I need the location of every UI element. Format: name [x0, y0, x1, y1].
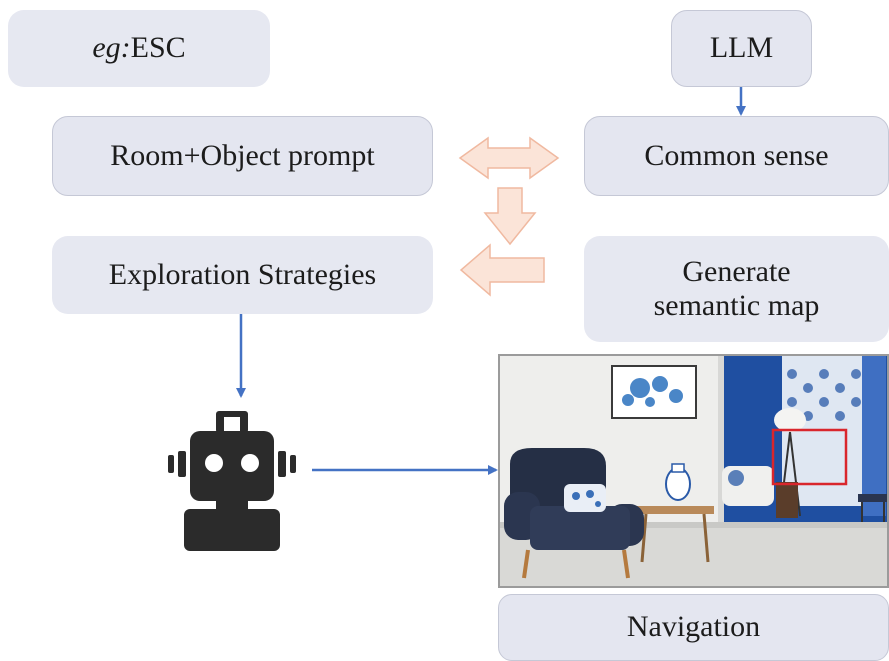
target-highlight-box: [771, 428, 848, 486]
esc-box: eg:ESC: [8, 10, 270, 87]
generate-semantic-map-line1: Generate: [682, 254, 791, 288]
living-room-photo: [498, 354, 889, 588]
exploration-strategies-box: Exploration Strategies: [52, 236, 433, 314]
common-sense-box: Common sense: [584, 116, 889, 196]
double-arrow-prompt-common-sense: [458, 136, 560, 180]
navigation-box: Navigation: [498, 594, 889, 661]
llm-box: LLM: [671, 10, 812, 87]
room-object-prompt-box: Room+Object prompt: [52, 116, 433, 196]
exploration-strategies-label: Exploration Strategies: [108, 257, 377, 291]
generate-semantic-map-box: Generate semantic map: [584, 236, 889, 342]
common-sense-label: Common sense: [644, 138, 829, 172]
down-arrow-common-sense-to-strategy: [483, 187, 537, 246]
robot-icon: [168, 411, 296, 551]
room-object-prompt-label: Room+Object prompt: [110, 138, 375, 172]
esc-prefix: eg:: [92, 31, 131, 65]
left-arrow-map-to-exploration: [459, 243, 545, 297]
living-room-illustration: [500, 356, 887, 586]
llm-label: LLM: [709, 31, 774, 65]
generate-semantic-map-line2: semantic map: [653, 289, 820, 322]
esc-label: ESC: [130, 31, 186, 65]
navigation-label: Navigation: [626, 610, 761, 644]
